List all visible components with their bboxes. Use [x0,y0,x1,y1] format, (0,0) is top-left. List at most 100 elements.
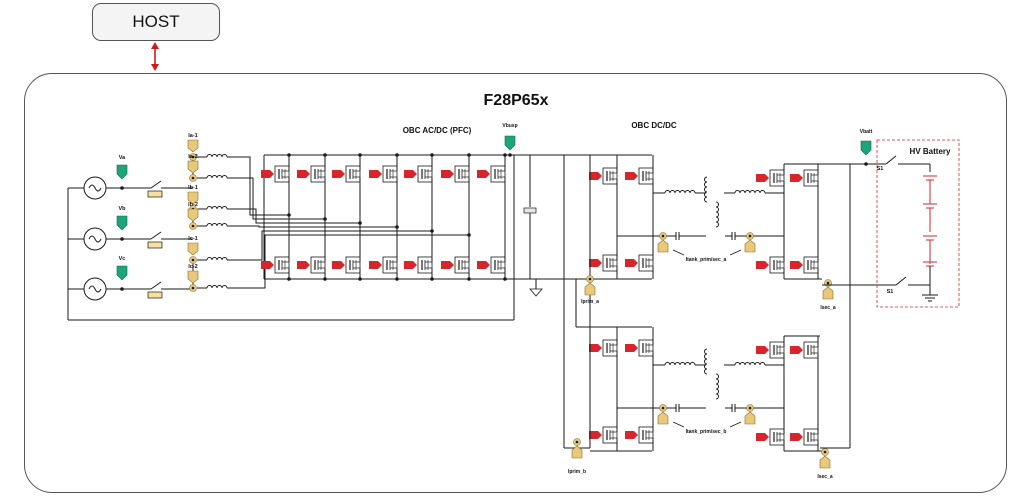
label-ib-1: Ib-1 [188,185,198,191]
isense-itank-prim-b-flag [657,411,669,425]
isense-isec-b [821,448,829,456]
label-s1-top: S1 [877,166,884,172]
label-isec-a: Isec_a [820,305,836,311]
pfc-mosfet-high-5 [404,165,433,183]
breaker-1 [146,180,166,189]
dcdc-bus-wiring [560,154,884,449]
dcdc-a-prim-high-2 [625,167,654,185]
label-hv-battery: HV Battery [910,147,951,156]
pfc-mosfet-high-1 [261,165,290,183]
dcdc-a-prim-high-1 [589,167,618,185]
input-resistor-1 [147,190,163,198]
dcdc-b-prim-high-2 [625,339,654,357]
isense-junction-ic-1 [189,256,197,264]
isense-itank-sec-a-flag [744,239,756,253]
inductor-ia-2 [206,175,228,179]
isense-isec-a-flag [822,286,834,300]
breaker-3 [146,281,166,290]
transformer-prim-b [704,348,708,375]
pfc-mosfet-high-7 [477,165,506,183]
transformer-prim-a [704,176,708,203]
pfc-mosfet-high-3 [332,165,361,183]
isense-itank-sec-b [746,404,754,412]
isense-iprim-a [586,275,594,283]
pfc-mosfet-low-4 [369,256,398,274]
isense-iprim-b-flag [571,445,583,459]
label-ia-2: Ia-2 [188,154,197,160]
vsense-vc [116,265,128,281]
dcdc-a-prim-low-1 [589,254,618,272]
input-resistor-2 [147,241,163,249]
isense-iprim-a-flag [584,282,596,296]
isense-ib-1 [187,191,199,205]
isense-isec-b-flag [819,455,831,469]
tank-inductor-prim-a [664,190,696,194]
isense-iprim-b [573,438,581,446]
label-va: Va [119,155,126,161]
vsense-vb [116,215,128,231]
dcdc-b-prim-low-1 [589,426,618,444]
inductor-ic-2 [206,285,228,289]
dcdc-b-prim-low-2 [625,426,654,444]
isense-itank-sec-a [746,232,754,240]
dcdc-b-sec-low-1 [756,428,785,446]
isense-ic-2 [187,270,199,284]
host-label: HOST [132,12,180,31]
isense-itank-prim-a-flag [657,239,669,253]
isense-junction-ic-2 [189,284,197,292]
label-ia-1: Ia-1 [188,133,197,139]
inductor-ic-1 [206,257,228,261]
isense-ia-1 [187,139,199,153]
label-ic-1: Ic-1 [188,236,197,242]
dcdc-a-sec-high-2 [790,169,819,187]
inductor-ia-1 [206,154,228,158]
pfc-mosfet-high-4 [369,165,398,183]
pfc-mosfet-high-2 [297,165,326,183]
host-box: HOST [92,3,220,41]
tank-inductor-sec-b [734,362,766,366]
label-s1-bottom: S1 [887,289,894,295]
isense-ia-2 [187,160,199,174]
pfc-mosfet-low-7 [477,256,506,274]
inductor-ib-1 [206,206,228,210]
pfc-mosfet-low-2 [297,256,326,274]
label-ib-2: Ib-2 [188,202,198,208]
label-vbatt: Vbatt [860,129,873,135]
label-vc: Vc [119,256,126,262]
dcdc-b-prim-high-1 [589,339,618,357]
pfc-mosfet-low-1 [261,256,290,274]
dcdc-a-prim-low-2 [625,254,654,272]
controller-frame [24,73,1007,493]
inductor-ib-2 [206,223,228,227]
label-isec-b: Isec_a [817,474,833,480]
pfc-bridge [245,153,560,289]
dcdc-a-sec-low-1 [756,256,785,274]
tank-inductor-sec-a [734,190,766,194]
dcdc-b-sec-high-1 [756,341,785,359]
host-link-arrow [151,42,159,71]
isense-junction-ia-2 [189,174,197,182]
tank-inductor-prim-b [664,362,696,366]
label-iprim-b: Iprim_b [568,469,586,475]
input-resistor-3 [147,291,163,299]
pfc-mosfet-high-6 [441,165,470,183]
label-ic-2: Ic-2 [188,264,197,270]
label-itank-a: Itank_prim/sec_a [686,257,727,263]
dc-bus [508,153,543,297]
isense-ib-2 [187,208,199,222]
vsense-vbatt [860,140,872,156]
pfc-mosfet-low-3 [332,256,361,274]
isense-itank-sec-b-flag [744,411,756,425]
breaker-2 [146,231,166,240]
vsense-vbusp [504,135,516,151]
isense-ic-1 [187,242,199,256]
dcdc-a-sec-high-1 [756,169,785,187]
dcdc-b-sec-low-2 [790,428,819,446]
section-label-dcdc: OBC DC/DC [631,121,677,130]
vsense-va [116,164,128,180]
label-vbusp: Vbusp [502,123,517,129]
isense-junction-ib-2 [189,222,197,230]
